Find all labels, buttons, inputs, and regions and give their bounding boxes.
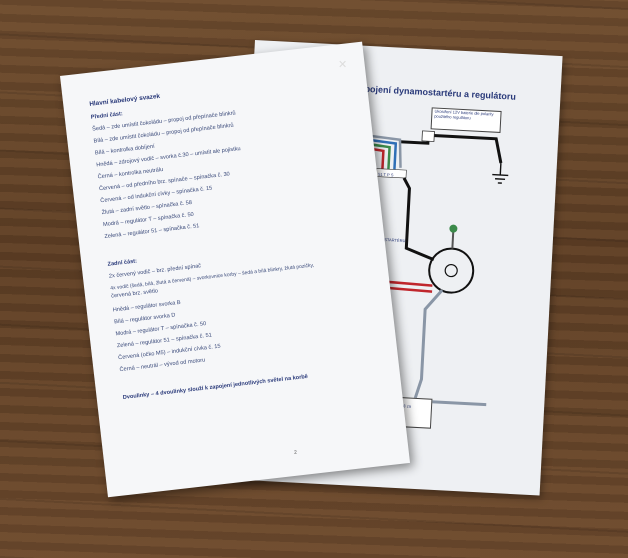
dynamo-starter [428,247,475,294]
battery-wire [399,133,503,164]
rear-line: 4x vodič (šedá, bílá, žlutá a červená) –… [110,262,315,292]
footer-note: Dvoulinky – 4 dvoulinky slouží k zapojen… [122,373,309,401]
cable-harness-sheet: Hlavní kabelový svazek Přední část: Šedá… [60,41,411,498]
rear-line: Bílá – regulátor svorka D [113,312,176,326]
staple-icon: ✕ [338,59,348,71]
front-line: Černá – kontrolka neutrálu [97,166,164,181]
terminal-labels: 51 T P S [378,172,394,178]
fuse-icon [421,130,435,142]
sheet-title: Hlavní kabelový svazek [89,92,161,108]
ground-symbol [492,163,509,184]
rear-line: Hnědá – regulátor svorka B [112,299,181,314]
grey-wire [412,289,487,407]
rear-line: Černá – neutrál – vývod od motoru [119,357,206,374]
front-line: Bílá – kontrolka dobíjení [94,143,155,157]
page-number: 2 [293,449,298,456]
front-heading: Přední část: [90,111,124,121]
rear-heading: Zadní část: [107,258,138,268]
